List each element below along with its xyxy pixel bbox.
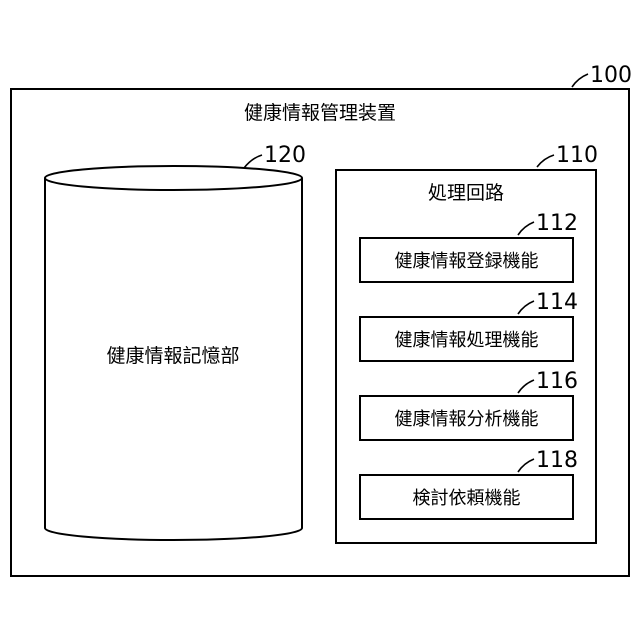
processing-circuit-ref-number: 110 — [556, 143, 598, 168]
function-label-processing: 健康情報処理機能 — [395, 330, 539, 351]
device-ref-number: 100 — [590, 63, 632, 88]
storage-label: 健康情報記憶部 — [106, 345, 239, 367]
storage-cylinder-top — [45, 166, 302, 190]
function-ref-number-processing: 114 — [536, 290, 578, 315]
device-title: 健康情報管理装置 — [244, 102, 396, 124]
function-ref-number-review-request: 118 — [536, 448, 578, 473]
function-ref-number-registration: 112 — [536, 211, 578, 236]
device-ref-leader — [572, 74, 588, 87]
processing-circuit-title: 処理回路 — [428, 182, 504, 204]
function-ref-number-analysis: 116 — [536, 369, 578, 394]
storage-ref-number: 120 — [264, 143, 306, 168]
function-label-analysis: 健康情報分析機能 — [395, 409, 539, 430]
function-label-review-request: 検討依頼機能 — [413, 488, 521, 509]
function-label-registration: 健康情報登録機能 — [395, 251, 539, 272]
